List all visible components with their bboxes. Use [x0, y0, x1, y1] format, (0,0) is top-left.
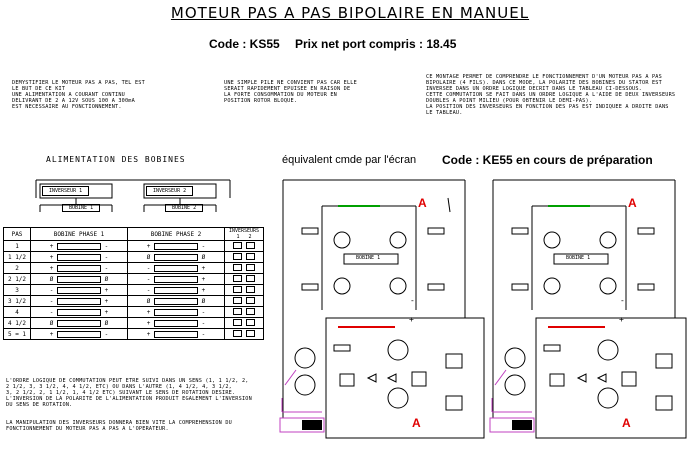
- page-title: MOTEUR PAS A PAS BIPOLAIRE EN MANUEL: [170, 4, 530, 22]
- minus-left: -: [410, 296, 415, 305]
- intro-col3: CE MONTAGE PERMET DE COMPRENDRE LE FONCT…: [426, 74, 676, 116]
- ke55-label: Code : KE55 en cours de préparation: [442, 153, 653, 167]
- table-row: 1+ -+ -: [3, 240, 264, 252]
- sequence-table: PAS BOBINE PHASE 1 BOBINE PHASE 2 INVERS…: [3, 227, 264, 340]
- label-a-bottom-left: A: [412, 416, 421, 430]
- bottom-text-1: L'ORDRE LOGIQUE DE COMMUTATION PEUT ETRE…: [6, 378, 252, 408]
- intro-col2: UNE SIMPLE PILE NE CONVIENT PAS CAR ELLE…: [224, 80, 357, 104]
- schema-bobine-left: BOBINE 1: [356, 255, 381, 261]
- schema-bobine-right: BOBINE 1: [566, 255, 591, 261]
- product-code: Code : KS55: [209, 37, 280, 51]
- inverseur-2-box: INVERSEUR 2: [146, 186, 194, 196]
- plus-right: +: [619, 315, 624, 324]
- inverseur-1-box: INVERSEUR 1: [42, 186, 90, 196]
- label-a-top-right: A: [628, 196, 637, 210]
- intro-col1: DEMYSTIFIER LE MOTEUR PAS A PAS, TEL EST…: [12, 80, 145, 110]
- product-price: Prix net port compris : 18.45: [295, 37, 457, 51]
- label-a-top-left: A: [418, 196, 427, 210]
- label-a-bottom-right: A: [622, 416, 631, 430]
- table-row: 3 1/2- +Ø Ø: [3, 295, 264, 307]
- alim-title: ALIMENTATION DES BOBINES: [46, 155, 186, 164]
- minus-right: -: [620, 296, 625, 305]
- equiv-label: équivalent cmde par l'écran: [282, 154, 417, 166]
- table-row: 4- ++ -: [3, 306, 264, 318]
- plus-left: +: [409, 315, 414, 324]
- table-row: 1 1/2+ -Ø Ø: [3, 251, 264, 263]
- table-row: 5 = 1+ -+ -: [3, 328, 264, 340]
- bottom-text-2: LA MANIPULATION DES INVERSEURS DONNERA B…: [6, 420, 232, 432]
